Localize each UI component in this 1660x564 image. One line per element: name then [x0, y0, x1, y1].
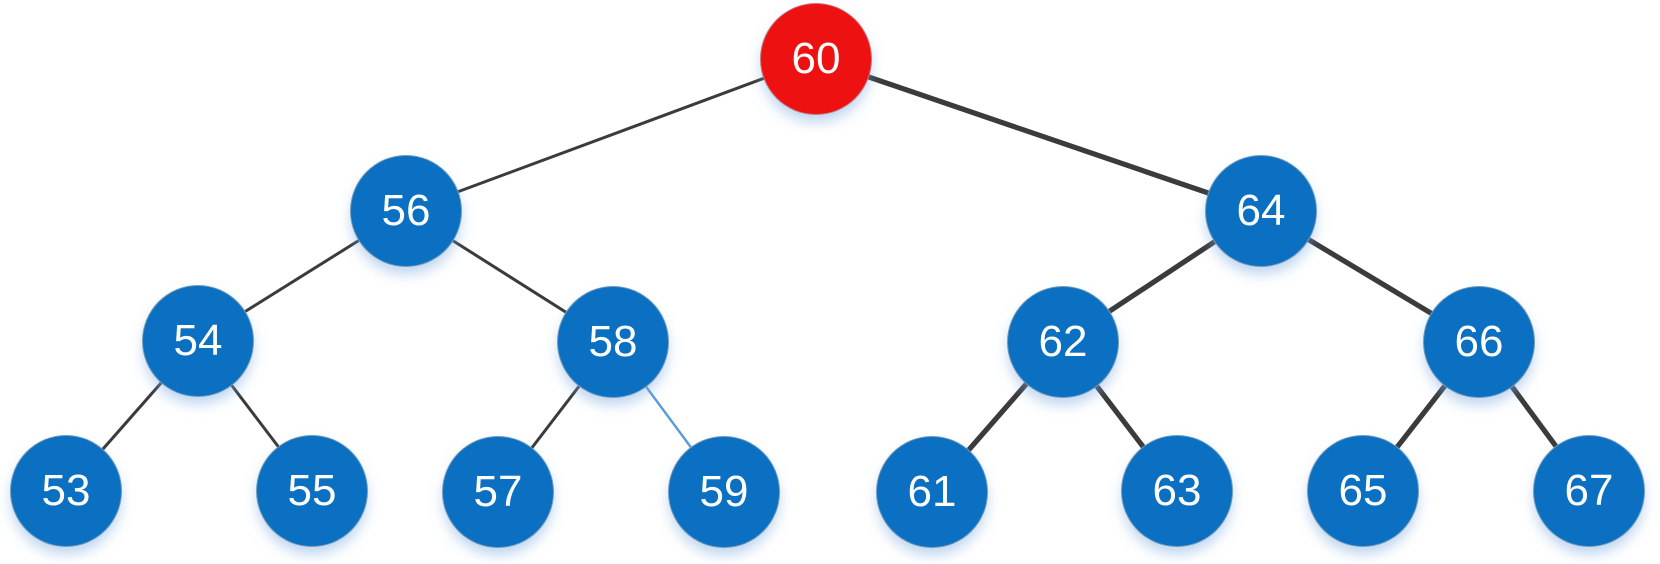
tree-edge-60-64: [813, 56, 1264, 214]
tree-node-54: 54: [142, 285, 254, 397]
tree-node-53: 53: [10, 435, 122, 547]
tree-node-64: 64: [1205, 155, 1317, 267]
tree-node-67: 67: [1533, 435, 1645, 547]
tree-node-62: 62: [1007, 286, 1119, 398]
tree-node-55: 55: [256, 435, 368, 547]
tree-node-66: 66: [1423, 286, 1535, 398]
tree-node-65: 65: [1307, 435, 1419, 547]
tree-node-58: 58: [557, 286, 669, 398]
tree-node-59: 59: [668, 436, 780, 548]
tree-node-63: 63: [1121, 435, 1233, 547]
tree-node-61: 61: [876, 436, 988, 548]
tree-node-57: 57: [442, 436, 554, 548]
tree-edge-60-56: [404, 57, 818, 213]
tree-node-56: 56: [350, 155, 462, 267]
tree-node-60-root: 60: [760, 3, 872, 115]
